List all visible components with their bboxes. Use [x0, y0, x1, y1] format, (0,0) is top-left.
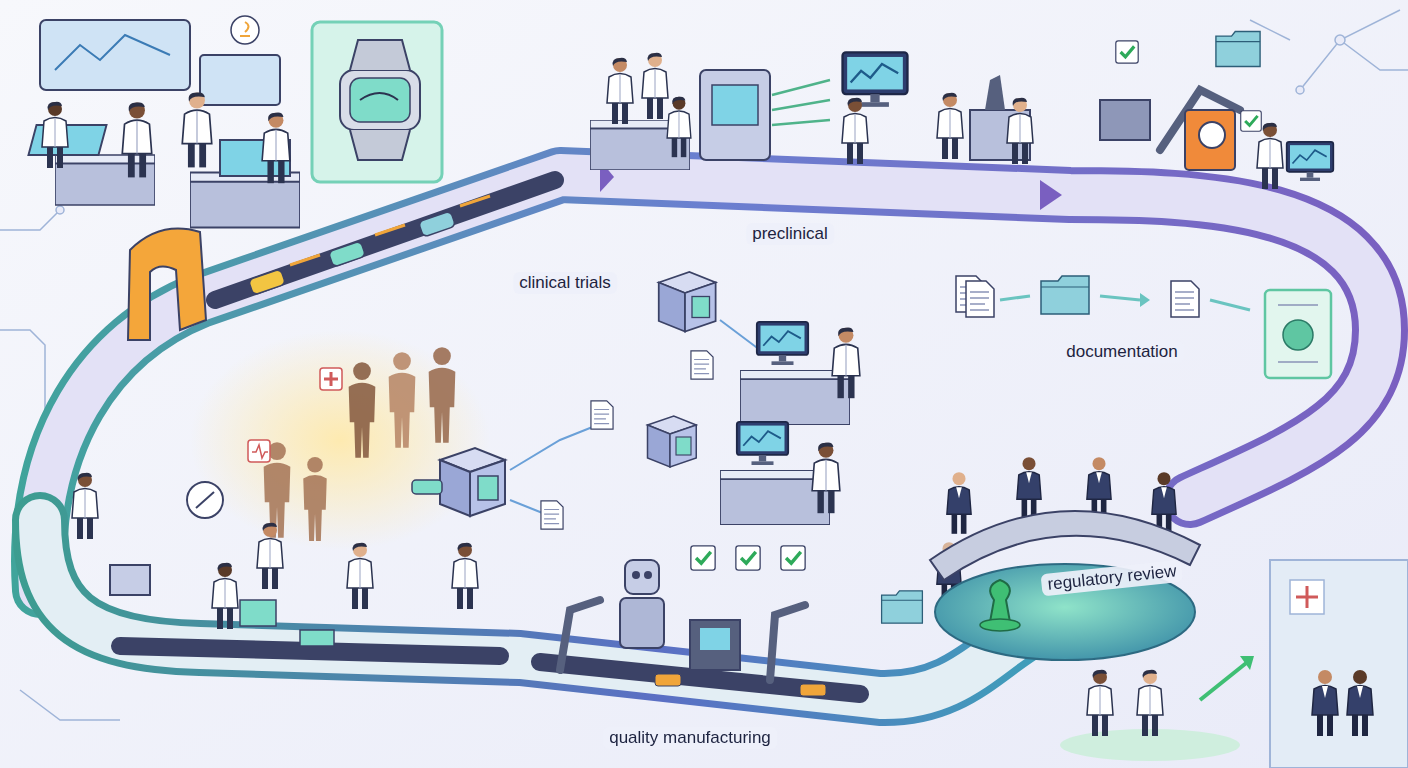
- health-icons: [248, 368, 342, 462]
- circuit-decoration: [0, 10, 1408, 720]
- preclinical-lab: [590, 52, 1033, 170]
- gate: [128, 229, 206, 340]
- assembly-line: [72, 473, 478, 646]
- stage-label: clinical trials: [513, 272, 617, 294]
- wearable-device-panel: [312, 22, 442, 182]
- design-lab: [28, 16, 300, 228]
- stage-label: quality manufacturing: [603, 727, 777, 749]
- trial-participants: [264, 347, 456, 541]
- document-flow: [956, 276, 1331, 378]
- production-station: [1100, 32, 1333, 189]
- stage-label: documentation: [1060, 341, 1184, 363]
- review-board: [882, 457, 1200, 660]
- road-band: [39, 175, 1380, 698]
- clinic-scene: [1060, 560, 1408, 768]
- analysis-desks: [720, 322, 860, 525]
- robot-line: [560, 546, 826, 696]
- stage-label: preclinical: [746, 223, 834, 245]
- trial-glow: [190, 330, 490, 550]
- trial-machines: [412, 272, 760, 529]
